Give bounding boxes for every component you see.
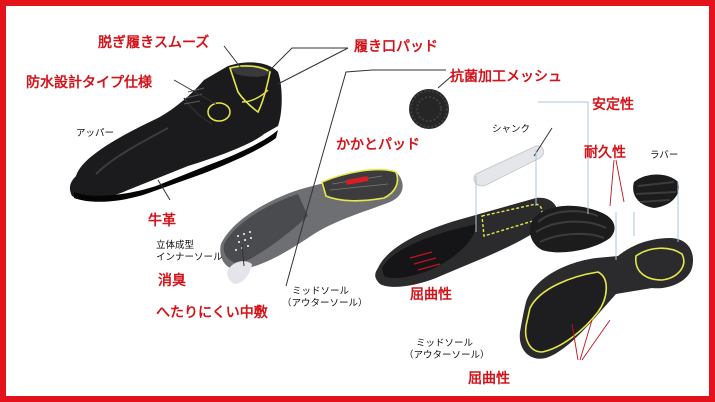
label-rubber: ラバー xyxy=(650,150,679,161)
label-upper: アッパー xyxy=(76,128,115,139)
label-flexibility-center: 屈曲性 xyxy=(410,287,452,303)
mesh-swatch xyxy=(409,89,449,129)
midsole-right xyxy=(519,238,694,359)
label-smooth-on-off: 脱ぎ履きスムーズ xyxy=(98,35,210,51)
shoe-parts-illustration xyxy=(69,45,694,361)
label-midsole-center-line2: （アウターソール） xyxy=(282,298,368,309)
label-antibacterial-mesh: 抗菌加工メッシュ xyxy=(450,69,562,85)
midsole-center xyxy=(375,197,558,287)
label-insole-3d-line2: インナーソール xyxy=(156,252,223,263)
label-deodorant: 消臭 xyxy=(158,273,186,289)
label-shank: シャンク xyxy=(492,124,531,135)
label-durability: 耐久性 xyxy=(584,145,626,161)
label-no-flatten-midsole: へたりにくい中敷 xyxy=(156,305,268,321)
shank-piece xyxy=(473,145,544,187)
label-midsole-right-line1: ミッドソール xyxy=(416,338,474,349)
insole xyxy=(220,168,403,284)
label-stability: 安定性 xyxy=(592,97,634,113)
durability-pad xyxy=(529,205,615,253)
dress-shoe xyxy=(69,62,282,202)
label-flexibility-bottom: 屈曲性 xyxy=(468,371,510,387)
label-cowhide: 牛革 xyxy=(148,213,176,229)
label-heel-pad: かかとパッド xyxy=(336,137,420,153)
label-collar-pad: 履き口パッド xyxy=(354,39,438,55)
label-midsole-right-line2: （アウターソール） xyxy=(404,350,490,361)
label-midsole-center-line1: ミッドソール xyxy=(292,286,350,297)
label-waterproof: 防水設計タイプ仕様 xyxy=(26,75,152,91)
label-insole-3d-line1: 立体成型 xyxy=(156,240,195,251)
